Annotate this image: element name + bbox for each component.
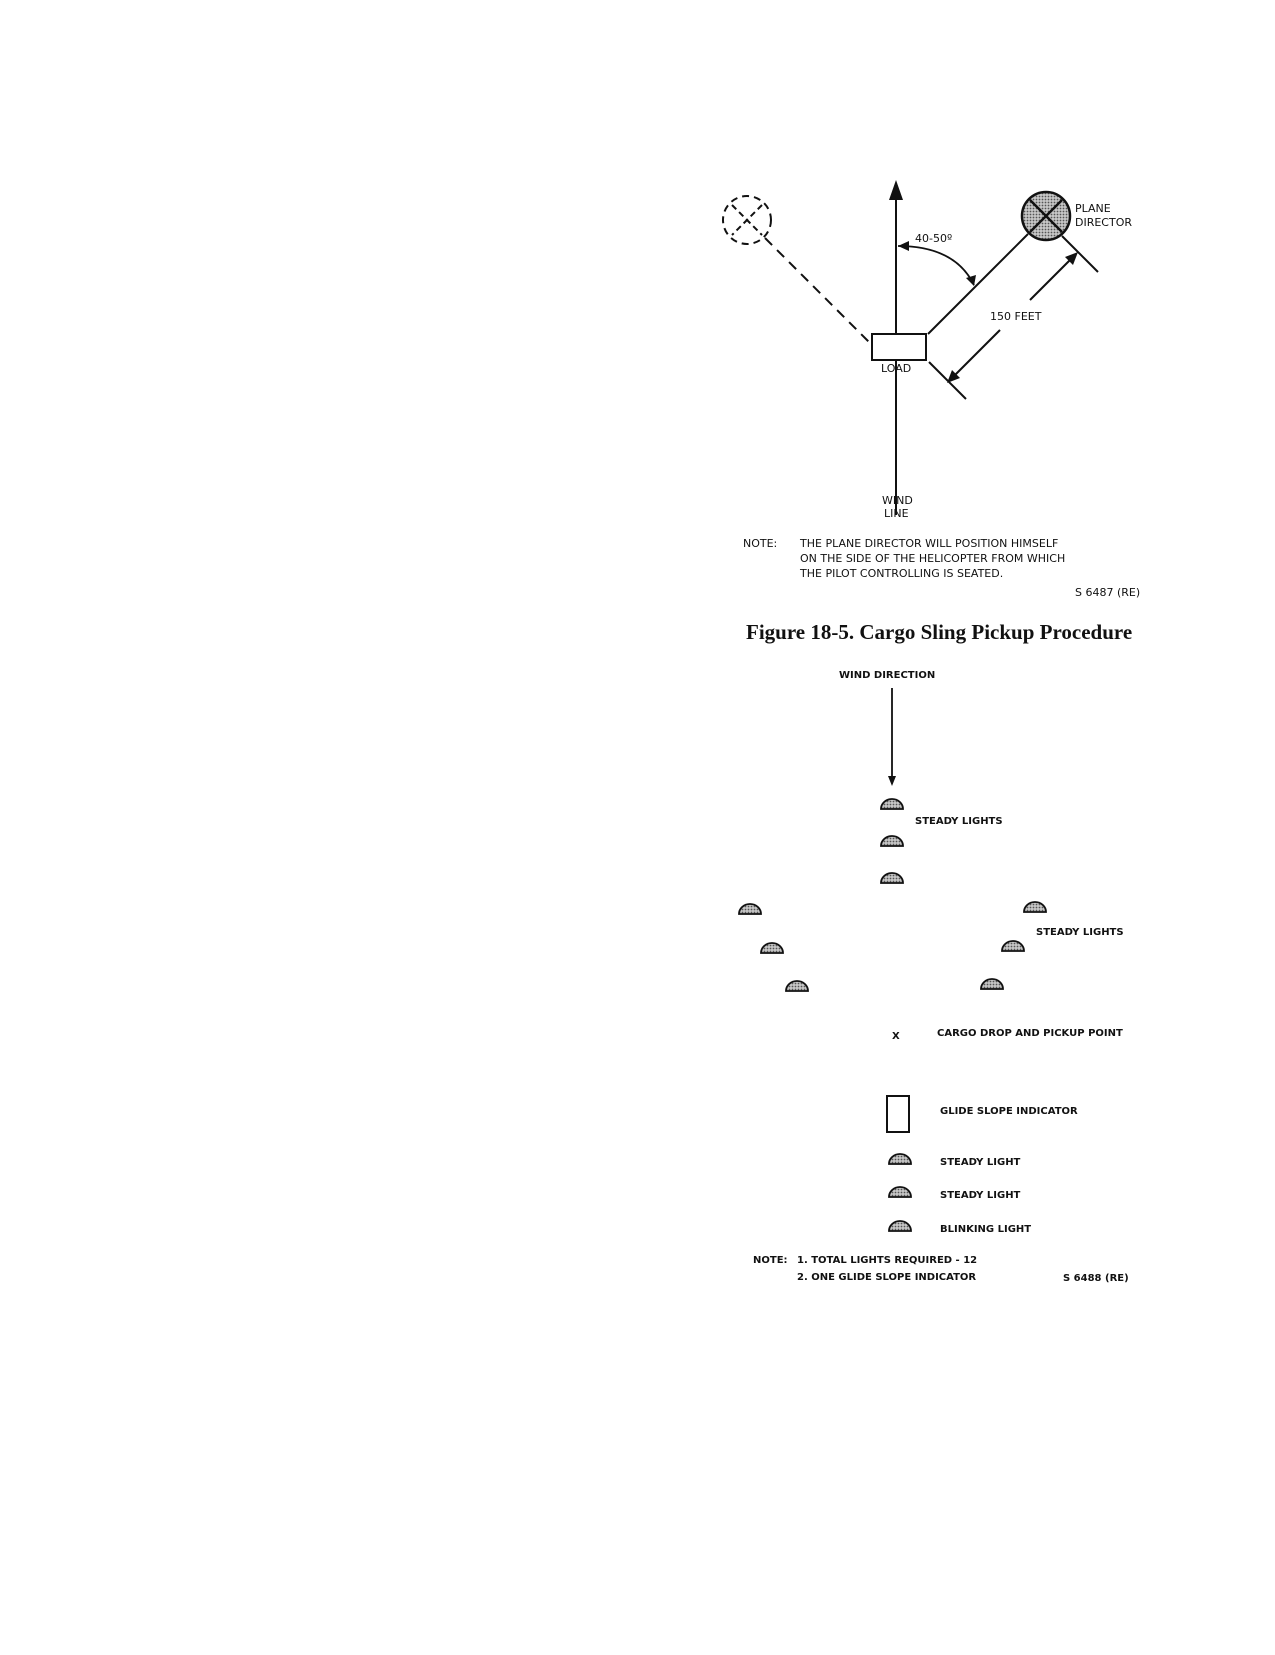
figure2-code: S 6488 (RE) bbox=[1063, 1273, 1129, 1284]
figure-cargo-sling: 40-50º PLANE DIRECTOR 150 FEET LOAD WIND… bbox=[722, 180, 1140, 644]
dimension-line-lower bbox=[950, 329, 1001, 380]
alternate-position-dashed-line bbox=[764, 237, 878, 351]
figure2-note-line-2: 2. ONE GLIDE SLOPE INDICATOR bbox=[797, 1272, 976, 1283]
legend-steady-light-2-symbol bbox=[888, 1186, 912, 1198]
steady-lights-center-label: STEADY LIGHTS bbox=[915, 816, 1003, 827]
figure1-note-line-3: THE PILOT CONTROLLING IS SEATED. bbox=[799, 567, 1003, 580]
cargo-point-marker: X bbox=[892, 1031, 900, 1042]
load-box bbox=[871, 333, 927, 361]
steady-lights-right-label: STEADY LIGHTS bbox=[1036, 927, 1124, 938]
figure2-note-label: NOTE: bbox=[753, 1255, 788, 1266]
light-center-1 bbox=[880, 798, 904, 810]
legend-blinking-light-symbol bbox=[888, 1220, 912, 1232]
figure1-note-label: NOTE: bbox=[743, 537, 777, 550]
light-right-3 bbox=[980, 978, 1004, 990]
figure2-note-line-1: 1. TOTAL LIGHTS REQUIRED - 12 bbox=[797, 1255, 977, 1266]
figure1-code: S 6487 (RE) bbox=[1075, 586, 1140, 599]
figure1-note-line-2: ON THE SIDE OF THE HELICOPTER FROM WHICH bbox=[800, 552, 1065, 565]
plane-director-marker bbox=[1020, 190, 1072, 242]
light-left-2 bbox=[760, 942, 784, 954]
wind-direction-label: WIND DIRECTION bbox=[839, 670, 935, 681]
dimension-extension-top bbox=[1061, 235, 1099, 273]
dimension-extension-bottom bbox=[928, 361, 967, 400]
distance-label: 150 FEET bbox=[990, 310, 1042, 323]
legend-steady-light-1-label: STEADY LIGHT bbox=[940, 1157, 1021, 1168]
glide-slope-indicator-symbol bbox=[886, 1095, 910, 1133]
angle-arc-arrow-right bbox=[966, 275, 976, 286]
figure1-note-line-1: THE PLANE DIRECTOR WILL POSITION HIMSELF bbox=[799, 537, 1058, 550]
angle-label: 40-50º bbox=[915, 232, 952, 245]
wind-line-label-line1: WIND bbox=[882, 494, 913, 507]
legend-blinking-light-label: BLINKING LIGHT bbox=[940, 1224, 1031, 1235]
angle-arc bbox=[897, 245, 975, 286]
figure-caption: Figure 18-5. Cargo Sling Pickup Procedur… bbox=[746, 620, 1132, 644]
light-right-1 bbox=[1023, 901, 1047, 913]
legend-steady-light-2-label: STEADY LIGHT bbox=[940, 1190, 1021, 1201]
legend-steady-light-1-symbol bbox=[888, 1153, 912, 1165]
light-left-1 bbox=[738, 903, 762, 915]
light-center-2 bbox=[880, 835, 904, 847]
alternate-position-marker bbox=[722, 195, 772, 245]
cargo-point-label: CARGO DROP AND PICKUP POINT bbox=[937, 1028, 1123, 1039]
light-left-3 bbox=[785, 980, 809, 992]
wind-line-arrowhead bbox=[889, 180, 903, 200]
plane-director-line bbox=[927, 233, 1029, 335]
dimension-line-upper bbox=[1029, 256, 1074, 301]
legend-glide-slope-label: GLIDE SLOPE INDICATOR bbox=[940, 1106, 1078, 1117]
load-label: LOAD bbox=[881, 362, 911, 375]
plane-director-label-line2: DIRECTOR bbox=[1075, 216, 1132, 229]
light-center-3 bbox=[880, 872, 904, 884]
dimension-arrow-top bbox=[1065, 252, 1078, 265]
wind-line-label-line2: LINE bbox=[884, 507, 909, 520]
plane-director-label-line1: PLANE bbox=[1075, 202, 1111, 215]
figure-lighting-layout: WIND DIRECTION STEADY LIGHTS STEADY LIGH… bbox=[738, 670, 1129, 1284]
dimension-arrow-bottom bbox=[947, 370, 960, 383]
light-right-2 bbox=[1001, 940, 1025, 952]
wind-direction-arrowhead bbox=[888, 776, 896, 786]
angle-arc-arrow-left bbox=[898, 241, 909, 251]
